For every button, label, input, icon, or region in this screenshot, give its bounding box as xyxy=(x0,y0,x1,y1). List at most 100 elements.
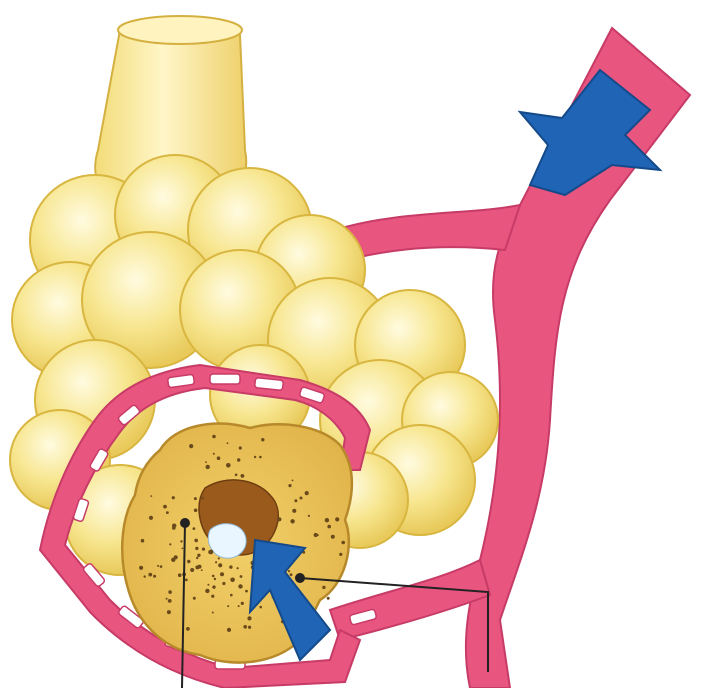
speckle xyxy=(167,610,171,614)
speckle xyxy=(141,539,145,543)
speckle xyxy=(300,497,303,500)
speckle xyxy=(248,626,251,629)
speckle xyxy=(197,554,200,557)
speckle xyxy=(322,586,325,589)
speckle xyxy=(166,511,169,514)
speckle xyxy=(212,585,215,588)
speckle xyxy=(227,628,231,632)
speckle xyxy=(317,534,319,536)
speckle xyxy=(208,550,212,554)
speckle xyxy=(230,594,233,597)
speckle xyxy=(174,555,178,559)
speckle xyxy=(327,597,330,600)
speckle xyxy=(331,535,335,539)
speckle xyxy=(259,606,262,609)
speckle xyxy=(201,497,204,500)
speckle xyxy=(230,578,235,583)
speckle xyxy=(194,539,198,543)
speckle xyxy=(218,563,222,567)
speckle xyxy=(180,540,182,542)
speckle xyxy=(227,442,229,444)
speckle xyxy=(292,480,294,482)
speckle xyxy=(308,515,310,517)
speckle xyxy=(212,575,215,578)
speckle xyxy=(294,499,297,502)
speckle xyxy=(194,509,198,513)
speckle xyxy=(186,627,190,631)
capillary-gap xyxy=(255,378,284,391)
speckle xyxy=(213,453,215,455)
speckle xyxy=(222,582,225,585)
speckle xyxy=(247,616,251,620)
capillary-gap xyxy=(210,374,240,384)
speckle xyxy=(211,595,214,598)
speckle xyxy=(325,518,329,522)
speckle xyxy=(227,605,229,607)
speckle xyxy=(259,456,262,459)
speckle xyxy=(195,565,199,569)
speckle xyxy=(166,598,168,600)
speckle xyxy=(214,578,216,580)
speckle xyxy=(238,584,242,588)
speckle xyxy=(212,612,214,614)
speckle xyxy=(240,575,243,578)
speckle xyxy=(168,590,172,594)
speckle xyxy=(237,458,240,461)
speckle xyxy=(288,570,290,572)
speckle xyxy=(178,573,182,577)
speckle xyxy=(254,456,256,458)
speckle xyxy=(277,517,281,521)
speckle xyxy=(189,444,193,448)
speckle xyxy=(239,446,242,449)
speckle xyxy=(205,461,207,463)
speckle xyxy=(218,557,220,559)
speckle xyxy=(168,599,172,603)
speckle xyxy=(241,602,244,605)
speckle xyxy=(339,553,342,556)
speckle xyxy=(202,548,205,551)
speckle xyxy=(185,579,188,582)
speckle xyxy=(207,584,209,586)
bronchiole-opening xyxy=(118,16,242,44)
speckle xyxy=(335,517,339,521)
speckle xyxy=(238,605,240,607)
speckle xyxy=(149,516,153,520)
speckle xyxy=(241,474,245,478)
speckle xyxy=(157,565,159,567)
speckle xyxy=(139,566,143,570)
speckle xyxy=(163,505,167,509)
speckle xyxy=(182,548,184,550)
speckle xyxy=(290,573,293,576)
speckle xyxy=(220,572,224,576)
speckle xyxy=(148,573,152,577)
speckle xyxy=(212,435,216,439)
speckle xyxy=(190,568,194,572)
speckle xyxy=(205,589,209,593)
speckle xyxy=(229,565,232,568)
speckle xyxy=(341,541,345,545)
speckle xyxy=(172,524,176,528)
speckle xyxy=(288,484,291,487)
speckle xyxy=(290,519,294,523)
speckle xyxy=(144,575,146,577)
speckle xyxy=(153,575,156,578)
speckle xyxy=(206,465,210,469)
speckle xyxy=(150,495,152,497)
speckle xyxy=(201,569,203,571)
speckle xyxy=(327,525,331,529)
speckle xyxy=(235,474,238,477)
speckle xyxy=(187,560,190,563)
speckle xyxy=(215,561,217,563)
speckle xyxy=(195,547,198,550)
speckle xyxy=(194,497,197,500)
speckle xyxy=(226,463,231,468)
speckle xyxy=(261,438,264,441)
speckle xyxy=(243,625,247,629)
speckle xyxy=(172,496,175,499)
speckle xyxy=(245,590,248,593)
speckle xyxy=(160,565,163,568)
speckle xyxy=(196,557,198,559)
speckle xyxy=(292,509,296,513)
speckle xyxy=(305,491,309,495)
